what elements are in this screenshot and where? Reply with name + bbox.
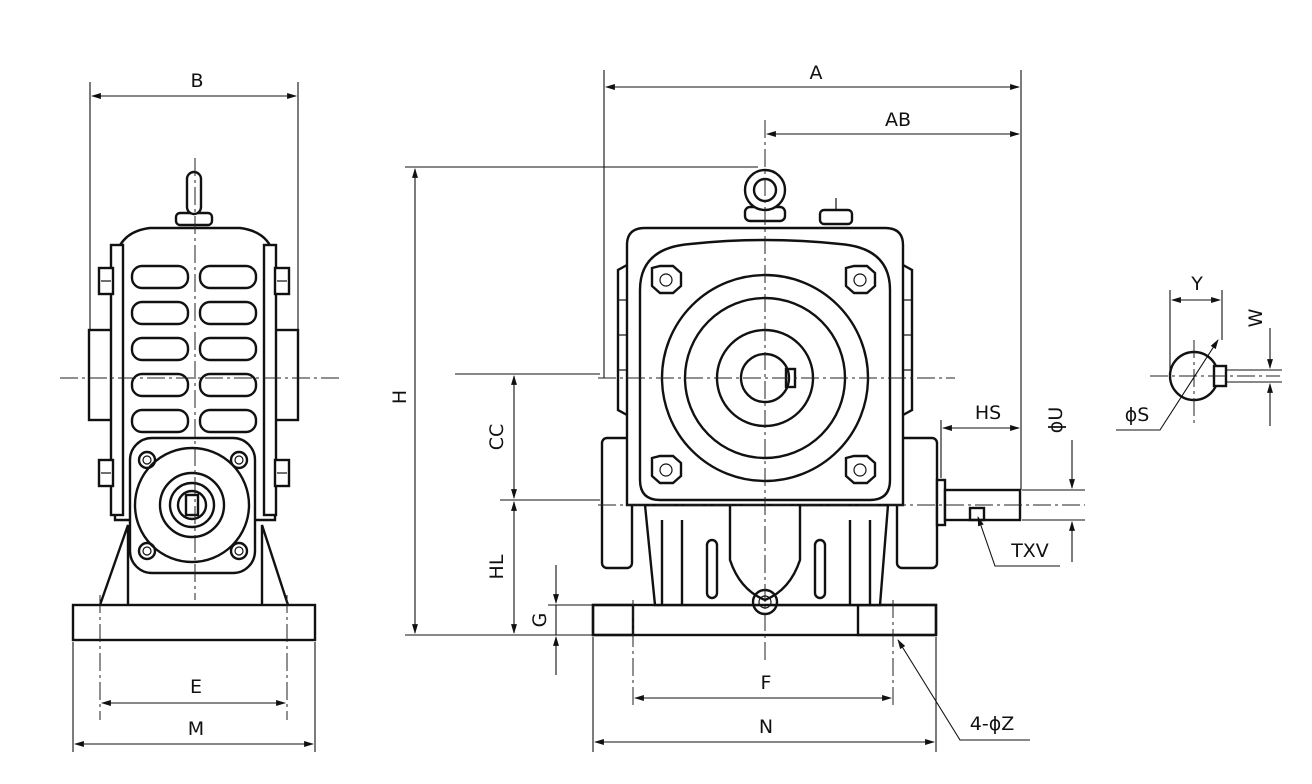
label-f: F <box>761 672 772 694</box>
label-ab: AB <box>885 109 911 131</box>
label-e: E <box>190 676 202 698</box>
label-a: A <box>810 62 823 84</box>
front-right-foot <box>856 603 938 637</box>
side-right-leg <box>260 524 290 606</box>
side-input-boss <box>158 471 226 539</box>
shaft-section-view: Y W ϕS <box>1116 273 1282 431</box>
label-h: H <box>389 390 411 404</box>
front-breather <box>818 208 854 226</box>
front-left-fins <box>616 263 628 417</box>
label-u: ϕU <box>1045 407 1067 433</box>
label-g: G <box>529 613 551 628</box>
side-flange-bolts <box>137 450 249 561</box>
label-z: 4-ϕZ <box>970 713 1015 735</box>
side-left-leg <box>98 524 130 606</box>
front-right-fins <box>902 263 914 417</box>
side-view: B E M <box>60 70 340 752</box>
label-txv: TXV <box>1010 540 1049 562</box>
leader-z <box>897 639 1030 741</box>
label-b: B <box>190 70 203 92</box>
front-cover-plate <box>638 238 892 502</box>
leader-s <box>1116 339 1219 431</box>
label-n: N <box>759 716 773 738</box>
label-w: W <box>1245 308 1267 327</box>
side-cooling-fins <box>130 264 258 434</box>
front-cover-bolts <box>650 264 877 485</box>
label-cc: CC <box>486 424 508 451</box>
label-hl: HL <box>486 554 508 579</box>
side-breather <box>174 170 214 227</box>
label-y: Y <box>1190 273 1203 295</box>
label-s: ϕS <box>1125 404 1150 426</box>
label-m: M <box>188 718 204 740</box>
side-right-flange <box>262 243 278 517</box>
front-view: A AB H CC HL G F N 4-ϕZ <box>389 62 1085 752</box>
side-base-plate <box>71 603 317 642</box>
side-input-housing <box>133 446 251 564</box>
side-left-flange <box>109 243 125 517</box>
label-hs: HS <box>975 402 1001 424</box>
leader-txv <box>977 516 1060 567</box>
